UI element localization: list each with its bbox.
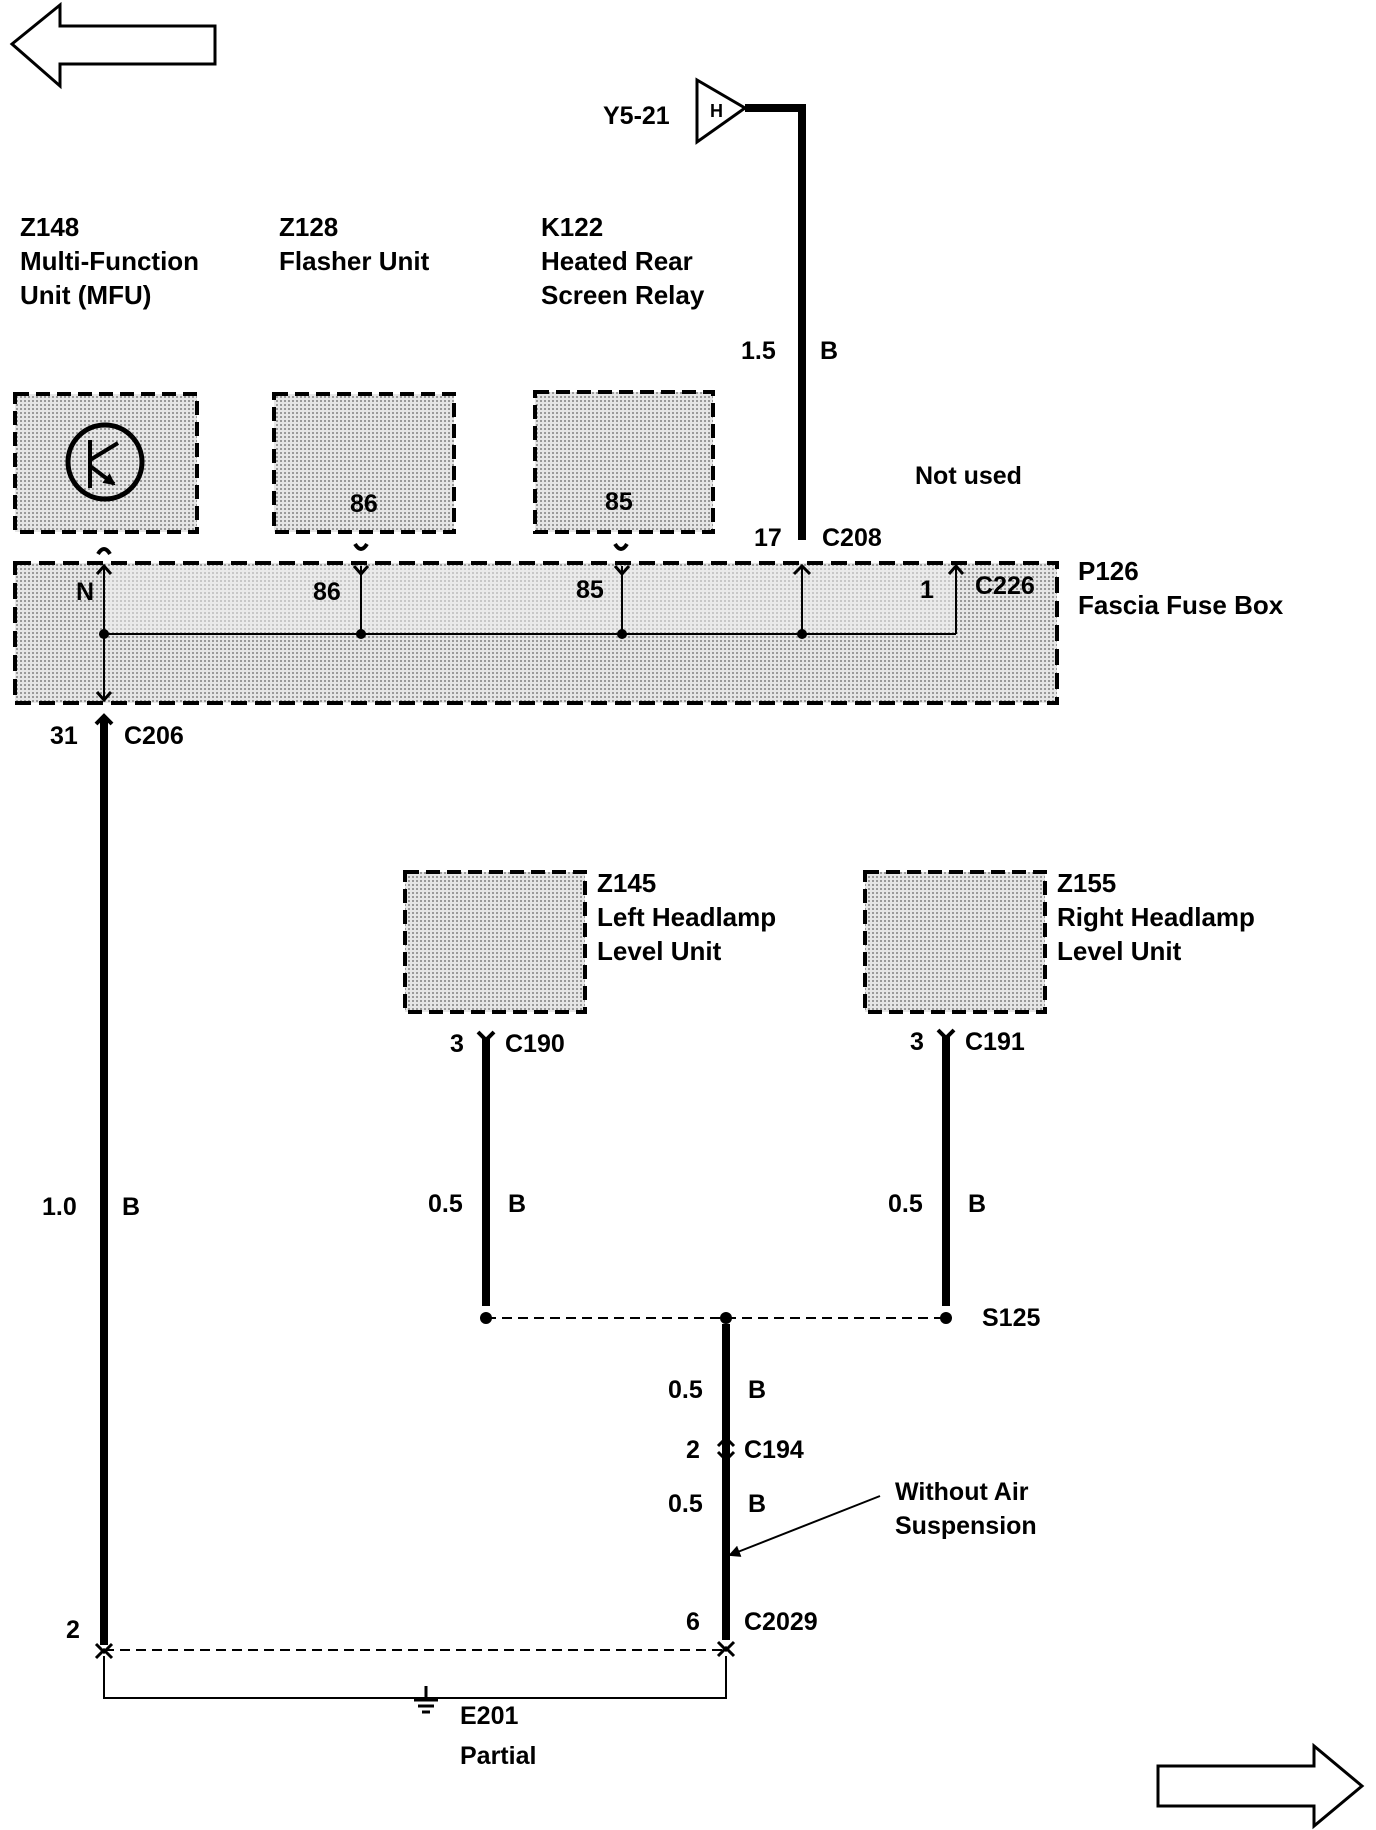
right-level-box	[863, 870, 1047, 1014]
fuse-box-nodes	[99, 629, 807, 639]
svg-text:Flasher Unit: Flasher Unit	[279, 246, 430, 276]
flasher-label: Z128 Flasher Unit	[279, 212, 430, 276]
feed-connector: H	[695, 77, 748, 145]
c194-mark	[716, 1435, 736, 1463]
fuse-box-id: P126	[1078, 556, 1139, 586]
c191-pin: 3	[910, 1028, 924, 1056]
mfu-box	[13, 392, 199, 534]
not-used-label: Not used	[915, 462, 1022, 490]
right-wire-size: 0.5	[888, 1190, 923, 1218]
note-pointer	[728, 1495, 881, 1557]
fuse-box-inner	[106, 566, 956, 632]
svg-text:Multi-Function: Multi-Function	[20, 246, 199, 276]
lower-wire-size: 0.5	[668, 1490, 703, 1518]
c2029-name: C2029	[744, 1608, 818, 1636]
c206-name: C206	[124, 722, 184, 750]
svg-text:Screen Relay: Screen Relay	[541, 280, 705, 310]
fuse-box-name: Fascia Fuse Box	[1078, 590, 1284, 620]
svg-text:Z148: Z148	[20, 212, 79, 242]
arrow-left-icon[interactable]	[9, 1, 217, 90]
flasher-pin: 86	[350, 490, 378, 518]
c206-pin: 31	[50, 722, 78, 750]
mfu-label: Z148 Multi-Function Unit (MFU)	[20, 212, 199, 310]
c191-name: C191	[965, 1028, 1025, 1056]
ground-return-wire	[103, 1656, 727, 1699]
feed-wire	[745, 104, 806, 540]
c208-name: C208	[822, 524, 882, 552]
plug-marks	[96, 542, 629, 556]
c208-pin: 17	[754, 524, 782, 552]
left-wire-size: 0.5	[428, 1190, 463, 1218]
splice-nodes	[480, 1312, 952, 1324]
svg-text:K122: K122	[541, 212, 603, 242]
feed-letter: H	[710, 101, 723, 121]
lower-wire-color: B	[748, 1490, 766, 1518]
transistor-symbol-icon	[65, 422, 145, 502]
fuse-pin-1: 1	[920, 576, 934, 604]
splice-wire-size: 0.5	[668, 1376, 703, 1404]
e201-pin: 2	[66, 1616, 80, 1644]
left-wire-color: B	[508, 1190, 526, 1218]
c206-mark	[94, 713, 114, 726]
relay-label: K122 Heated Rear Screen Relay	[541, 212, 705, 310]
main-wire-size: 1.0	[42, 1193, 77, 1221]
left-level-box	[403, 870, 587, 1014]
fuse-box-pin-marks	[95, 563, 965, 703]
svg-text:Heated Rear: Heated Rear	[541, 246, 693, 276]
feed-wire-size: 1.5	[741, 337, 776, 365]
svg-text:Without Air: Without Air	[895, 1478, 1029, 1506]
feed-wire-color: B	[820, 337, 838, 365]
fuse-pin-85: 85	[576, 576, 604, 604]
svg-text:Z128: Z128	[279, 212, 338, 242]
flasher-box	[272, 392, 456, 534]
splice-wire-color: B	[748, 1376, 766, 1404]
note-label: Without Air Suspension	[895, 1478, 1037, 1540]
svg-text:Left Headlamp: Left Headlamp	[597, 902, 776, 932]
ground-sub: Partial	[460, 1742, 536, 1770]
relay-pin: 85	[605, 488, 633, 516]
svg-text:Level Unit: Level Unit	[1057, 936, 1182, 966]
svg-text:Right Headlamp: Right Headlamp	[1057, 902, 1255, 932]
c194-name: C194	[744, 1436, 804, 1464]
c190-name: C190	[505, 1030, 565, 1058]
left-level-label: Z145 Left Headlamp Level Unit	[597, 868, 776, 966]
right-wire-color: B	[968, 1190, 986, 1218]
relay-box	[533, 390, 715, 534]
arrow-right-icon[interactable]	[1156, 1742, 1365, 1830]
main-wire-color: B	[122, 1193, 140, 1221]
svg-text:Z145: Z145	[597, 868, 656, 898]
svg-text:Suspension: Suspension	[895, 1512, 1037, 1540]
svg-text:Unit (MFU): Unit (MFU)	[20, 280, 151, 310]
c226-name: C226	[975, 572, 1035, 600]
c2029-pin: 6	[686, 1608, 700, 1636]
splice-name: S125	[982, 1304, 1040, 1332]
right-level-label: Z155 Right Headlamp Level Unit	[1057, 868, 1255, 966]
svg-text:Z155: Z155	[1057, 868, 1116, 898]
fuse-pin-86: 86	[313, 578, 341, 606]
fuse-pin-n: N	[76, 578, 94, 606]
ground-name: E201	[460, 1702, 518, 1730]
c190-pin: 3	[450, 1030, 464, 1058]
svg-text:Level Unit: Level Unit	[597, 936, 722, 966]
ground-symbol-icon	[414, 1686, 438, 1714]
feed-name: Y5-21	[603, 102, 670, 130]
c194-pin: 2	[686, 1436, 700, 1464]
